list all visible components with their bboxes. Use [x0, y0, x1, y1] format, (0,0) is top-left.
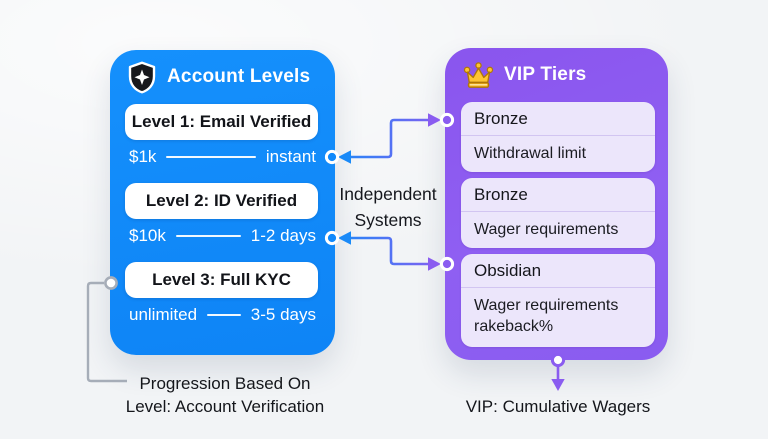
- tier-1-name: Bronze: [461, 102, 655, 136]
- vip-tier-block: Obsidian Wager requirements rakeback%: [461, 254, 655, 347]
- account-card-title: Account Levels: [167, 66, 311, 87]
- vip-tier-block: Bronze Wager requirements: [461, 178, 655, 248]
- level-3-speed: 3-5 days: [250, 305, 316, 324]
- level-2-stat: $10k 1-2 days: [129, 225, 316, 247]
- vip-tier-block: Bronze Withdrawal limit: [461, 102, 655, 172]
- level-1-speed: instant: [265, 147, 316, 166]
- account-note-line1: Progression Based On: [139, 374, 311, 393]
- account-levels-card: Account Levels Level 1: Email Verified $…: [110, 50, 335, 355]
- level-3-stat: unlimited 3-5 days: [129, 304, 316, 326]
- stat-divider-line: [175, 235, 241, 237]
- vip-card-title: VIP Tiers: [504, 64, 587, 85]
- level-1-stat: $1k instant: [129, 146, 316, 168]
- account-level-row: Level 3: Full KYC unlimited 3-5 days: [125, 262, 318, 326]
- level-1-limit: $1k: [129, 147, 157, 166]
- arrowhead-left-icon: [338, 150, 351, 164]
- shield-icon: [127, 61, 157, 94]
- level-3-limit: unlimited: [129, 305, 198, 324]
- account-note-line2: Level: Account Verification: [125, 397, 325, 416]
- arrowhead-right-icon: [428, 257, 441, 271]
- connector-obsidian: [324, 230, 455, 272]
- arrowhead-left-icon: [338, 231, 351, 245]
- independent-systems-label: Independent Systems: [339, 184, 437, 230]
- vip-tiers-card: VIP Tiers Bronze Withdrawal limit Bronze…: [445, 48, 668, 360]
- account-progression-note: Progression Based On Level: Account Veri…: [115, 372, 335, 418]
- connector-withdrawal-limit: [324, 112, 455, 165]
- account-card-header: Account Levels: [125, 60, 318, 94]
- stat-divider-line: [166, 156, 256, 158]
- account-level-row: Level 1: Email Verified $1k instant: [125, 104, 318, 168]
- level-2-pill: Level 2: ID Verified: [125, 183, 318, 219]
- vip-cumulative-note: VIP: Cumulative Wagers: [465, 397, 651, 416]
- stat-divider-line: [207, 314, 241, 316]
- crown-icon: [463, 61, 494, 90]
- tier-1-detail: Withdrawal limit: [474, 145, 587, 162]
- level-2-speed: 1-2 days: [250, 226, 316, 245]
- arrowhead-right-icon: [428, 113, 441, 127]
- tier-2-detail: Wager requirements: [474, 221, 619, 238]
- vip-card-header: VIP Tiers: [461, 58, 655, 92]
- level-3-pill: Level 3: Full KYC: [125, 262, 318, 298]
- account-level-row: Level 2: ID Verified $10k 1-2 days: [125, 183, 318, 247]
- arrowhead-down-icon: [551, 379, 565, 391]
- tier-3-name: Obsidian: [461, 254, 655, 288]
- tier-3-detail: Wager requirements rakeback%: [474, 297, 619, 335]
- tier-2-name: Bronze: [461, 178, 655, 212]
- level-1-pill: Level 1: Email Verified: [125, 104, 318, 140]
- level-2-limit: $10k: [129, 226, 166, 245]
